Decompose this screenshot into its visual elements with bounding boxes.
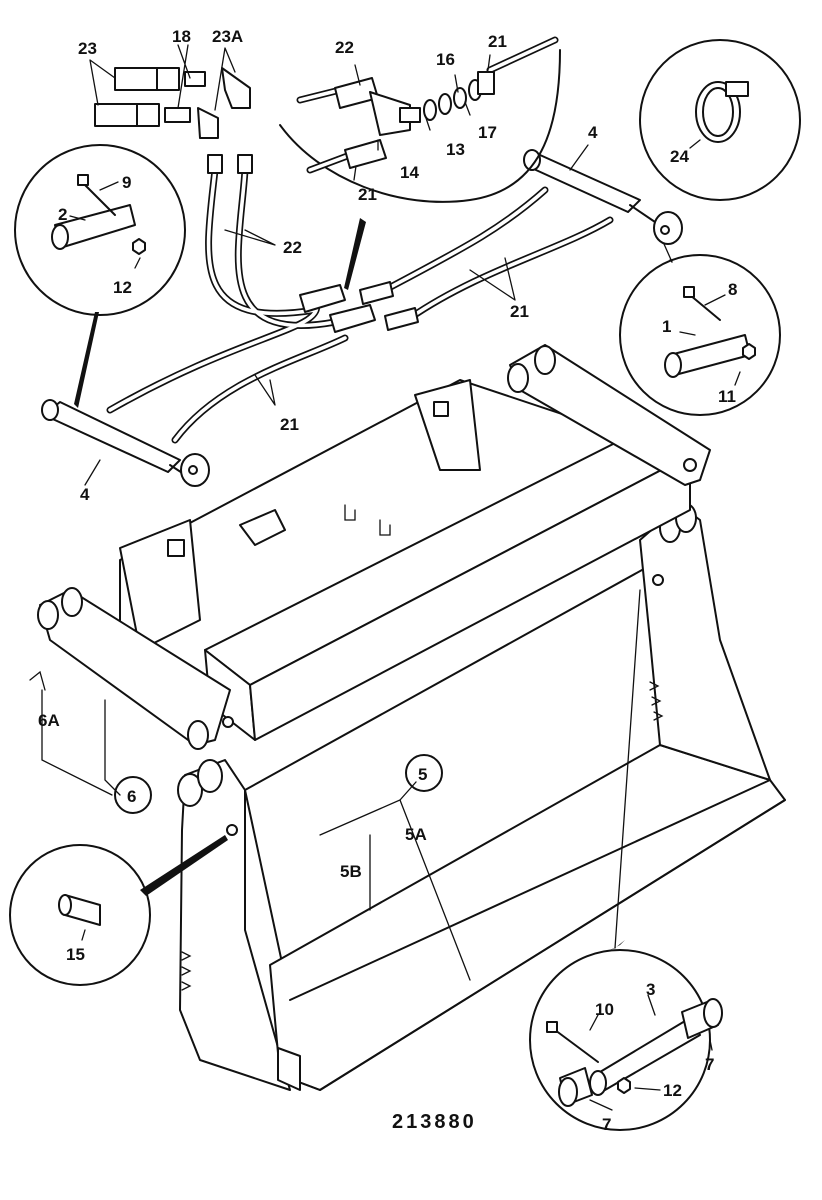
callout-6: 6 xyxy=(127,787,136,806)
callouts: 1 2 3 4 4 5 5A 5B 6 6A 7 7 8 9 10 11 12 … xyxy=(38,27,737,1134)
callout-4-top: 4 xyxy=(588,123,598,142)
callout-9: 9 xyxy=(122,173,131,192)
callout-21-top: 21 xyxy=(488,32,507,51)
callout-21-bottomleft: 21 xyxy=(358,185,377,204)
hose-fitting-detail xyxy=(279,36,561,290)
callout-1: 1 xyxy=(662,317,671,336)
callout-11: 11 xyxy=(718,387,736,406)
drawing-number: 213880 xyxy=(392,1111,477,1133)
callout-10: 10 xyxy=(595,1000,614,1019)
callout-15: 15 xyxy=(66,945,85,964)
callout-22-center: 22 xyxy=(283,238,302,257)
callout-5: 5 xyxy=(418,765,427,784)
callout-7-upper: 7 xyxy=(705,1055,714,1074)
leader-detail-1 xyxy=(669,259,673,263)
leader-22-center xyxy=(224,229,276,246)
bucket xyxy=(177,503,786,1091)
callout-5B: 5B xyxy=(340,862,362,881)
leader-21-center xyxy=(254,374,276,406)
detail-circle-pin-3 xyxy=(529,589,723,1131)
detail-circle-pin-1 xyxy=(619,254,781,416)
callout-21-center: 21 xyxy=(280,415,299,434)
ram-cylinders xyxy=(41,149,683,487)
leader-4-top xyxy=(569,144,589,171)
callout-21-right: 21 xyxy=(510,302,529,321)
leader-detail-2 xyxy=(74,312,99,408)
callout-2: 2 xyxy=(58,205,67,224)
callout-23: 23 xyxy=(78,39,97,58)
callout-23A: 23A xyxy=(212,27,243,46)
detail-circle-clip-24 xyxy=(639,39,801,201)
callout-13: 13 xyxy=(446,140,465,159)
callout-4-left: 4 xyxy=(80,485,90,504)
callout-18: 18 xyxy=(172,27,191,46)
callout-14: 14 xyxy=(400,163,419,182)
callout-7-lower: 7 xyxy=(602,1115,611,1134)
callout-24: 24 xyxy=(670,147,689,166)
callout-ring-6 xyxy=(114,776,152,814)
callout-5A: 5A xyxy=(405,825,427,844)
hoses xyxy=(106,154,614,444)
callout-8: 8 xyxy=(728,280,737,299)
leader-21-right xyxy=(469,257,516,301)
detail-circle-pin-2 xyxy=(14,144,186,316)
shovel-frame xyxy=(29,344,711,796)
coupler-parts xyxy=(89,44,251,139)
callout-12-left: 12 xyxy=(113,278,132,297)
callout-12-bottom: 12 xyxy=(663,1081,682,1100)
detail-circle-grease-nipple-15 xyxy=(9,835,228,986)
callout-ring-5 xyxy=(405,754,443,792)
callout-22-top: 22 xyxy=(335,38,354,57)
callout-16: 16 xyxy=(436,50,455,69)
leader-4-left xyxy=(84,459,101,486)
callout-3: 3 xyxy=(646,980,655,999)
callout-17: 17 xyxy=(478,123,497,142)
callout-6A: 6A xyxy=(38,711,60,730)
